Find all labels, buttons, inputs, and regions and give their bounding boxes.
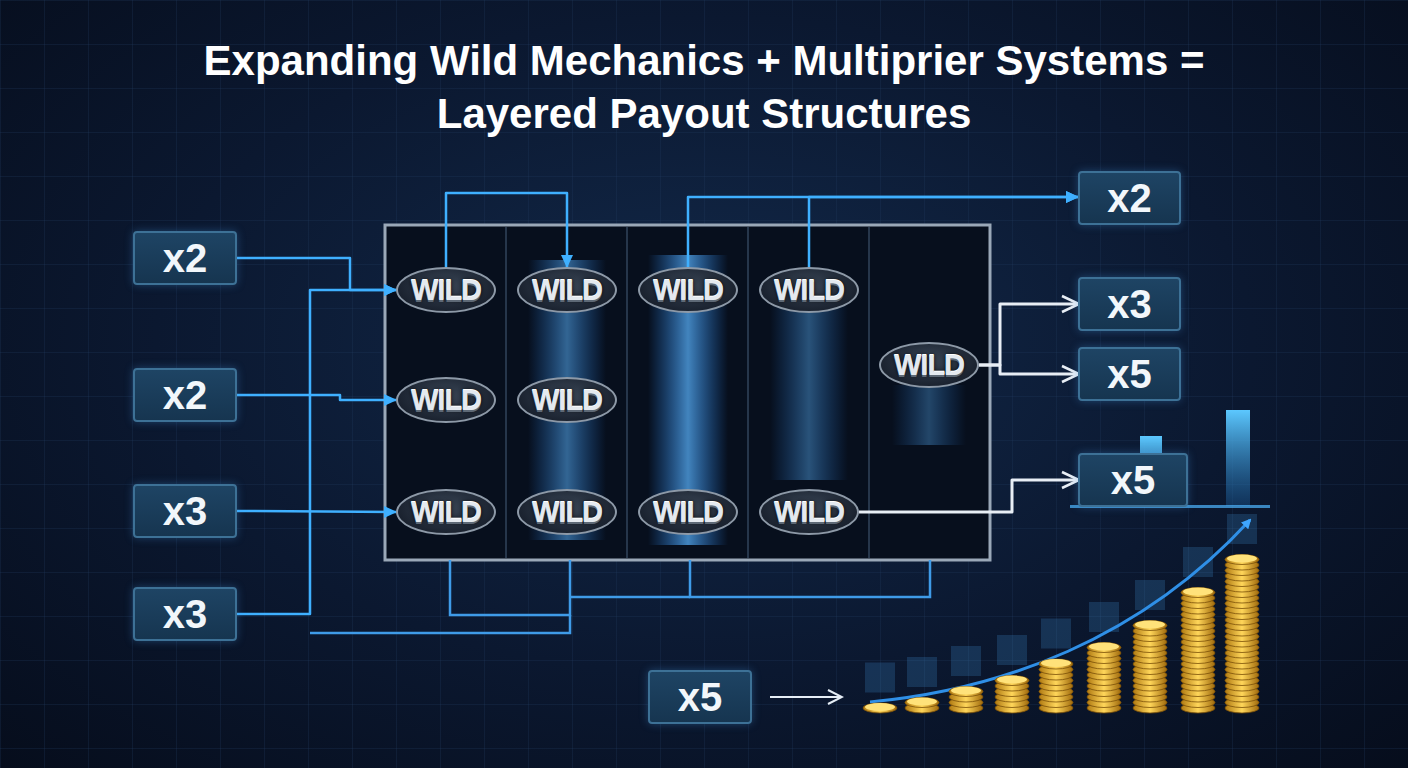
wild-symbol: WILD — [396, 377, 496, 423]
wild-label: WILD — [532, 498, 602, 527]
multiplier-box: x2 — [1078, 171, 1181, 225]
connector-arrow — [237, 258, 396, 290]
reel-frame — [385, 225, 990, 560]
wild-label: WILD — [411, 498, 481, 527]
connector-arrow — [237, 511, 396, 512]
connector-arrow — [979, 304, 1078, 365]
multiplier-box: x2 — [133, 368, 237, 422]
wild-symbol: WILD — [638, 267, 738, 313]
connector-arrow — [809, 197, 1078, 267]
multiplier-box: x5 — [1078, 347, 1181, 401]
growth-curve — [870, 520, 1250, 702]
payout-arrow — [770, 696, 840, 698]
rising-bars — [865, 514, 1257, 693]
multiplier-box: x5 — [1078, 453, 1188, 507]
wild-label: WILD — [653, 276, 723, 305]
connector-arrow — [446, 193, 567, 267]
multiplier-box: x3 — [133, 587, 237, 641]
connector-arrow — [859, 480, 1078, 512]
wild-symbol: WILD — [879, 342, 979, 388]
multiplier-label: x3 — [163, 491, 208, 531]
connector-arrow — [688, 197, 1078, 267]
wild-label: WILD — [532, 386, 602, 415]
wild-label: WILD — [411, 276, 481, 305]
multiplier-label: x3 — [1107, 284, 1152, 324]
wild-label: WILD — [532, 276, 602, 305]
wild-symbol: WILD — [396, 489, 496, 535]
wild-label: WILD — [653, 498, 723, 527]
multiplier-box: x3 — [133, 484, 237, 538]
wild-label: WILD — [894, 351, 964, 380]
multiplier-label: x5 — [1107, 354, 1152, 394]
multiplier-label: x2 — [163, 375, 208, 415]
multiplier-box: x2 — [133, 231, 237, 285]
multiplier-label: x3 — [163, 594, 208, 634]
expanding-glow — [528, 255, 966, 545]
wild-label: WILD — [774, 276, 844, 305]
multiplier-label: x2 — [1107, 178, 1152, 218]
wild-symbol: WILD — [759, 489, 859, 535]
wild-symbol: WILD — [517, 489, 617, 535]
wild-label: WILD — [774, 498, 844, 527]
bottom-wires — [310, 560, 930, 633]
wild-symbol: WILD — [517, 267, 617, 313]
wild-symbol: WILD — [759, 267, 859, 313]
multiplier-label: x5 — [678, 677, 723, 717]
connector-arrow — [979, 365, 1078, 374]
wild-symbol: WILD — [638, 489, 738, 535]
wild-symbol: WILD — [396, 267, 496, 313]
connector-arrow — [237, 290, 396, 614]
bar-chart — [1070, 410, 1270, 508]
connector-arrow — [237, 395, 396, 400]
multiplier-box: x3 — [1078, 277, 1181, 331]
reel-dividers — [506, 227, 869, 558]
diagram-title: Expanding Wild Mechanics + Multiprier Sy… — [124, 34, 1284, 140]
multiplier-label: x2 — [163, 238, 208, 278]
coin-stacks — [863, 555, 1259, 714]
multiplier-box: x5 — [648, 670, 752, 724]
multiplier-label: x5 — [1111, 460, 1156, 500]
wild-symbol: WILD — [517, 377, 617, 423]
wild-label: WILD — [411, 386, 481, 415]
